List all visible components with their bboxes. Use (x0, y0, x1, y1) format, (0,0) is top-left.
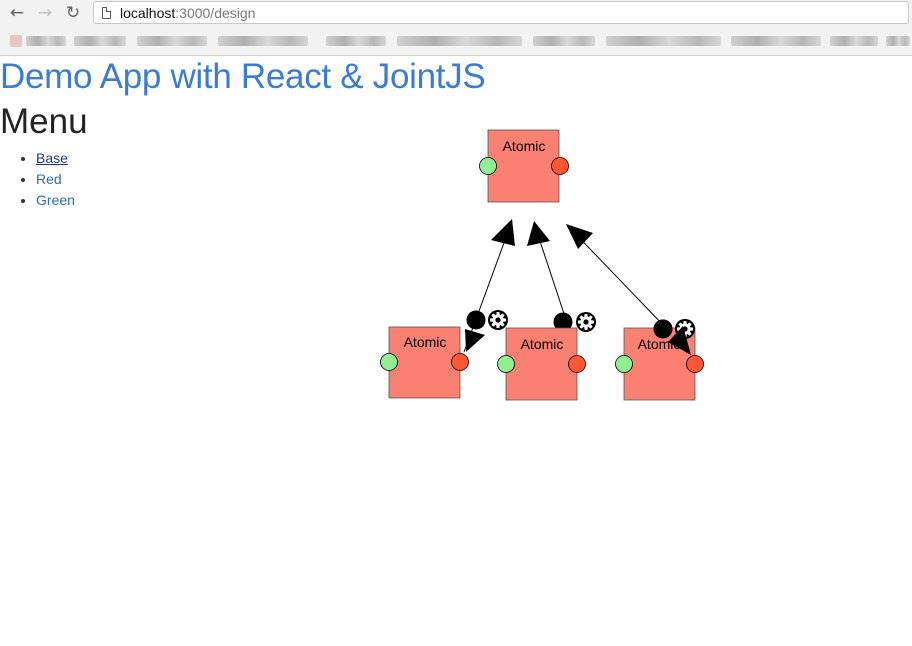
address-bar[interactable]: localhost:3000/design (93, 1, 909, 24)
link[interactable] (463, 219, 515, 353)
atomic-element-label: Atomic (638, 336, 681, 352)
reload-icon[interactable]: ↻ (65, 3, 81, 23)
atomic-element[interactable]: Atomic (497, 327, 586, 401)
bookmark-favicon-icon[interactable] (10, 35, 22, 47)
bookmark-item[interactable] (397, 36, 522, 46)
link-arrowhead-icon (527, 221, 550, 246)
url-host: localhost (120, 4, 176, 21)
bookmark-item[interactable] (26, 36, 66, 46)
app-title: Demo App with React & JointJS (0, 57, 486, 96)
menu-link-base[interactable]: Base (36, 150, 68, 166)
forward-icon: → (37, 3, 53, 23)
atomic-element-label: Atomic (503, 138, 546, 154)
out-port[interactable] (451, 353, 469, 371)
bookmark-item[interactable] (137, 36, 207, 46)
link-remove-icon[interactable] (553, 312, 573, 332)
in-port[interactable] (380, 353, 398, 371)
menu-list: Base Red Green (0, 148, 75, 211)
link-options-icon[interactable] (488, 310, 508, 330)
bookmark-item[interactable] (830, 36, 878, 46)
out-port[interactable] (568, 355, 586, 373)
out-port[interactable] (551, 157, 569, 175)
in-port[interactable] (615, 355, 633, 373)
atomic-element[interactable]: Atomic (615, 327, 704, 401)
bookmark-item[interactable] (886, 36, 910, 46)
menu-item-green: Green (36, 190, 75, 211)
link-arrowhead-icon (668, 326, 691, 355)
menu-item-red: Red (36, 169, 75, 190)
link-options-icon[interactable] (576, 312, 596, 332)
page-icon (102, 6, 111, 19)
browser-chrome: ← → ↻ localhost:3000/design (0, 0, 912, 56)
bookmarks-bar (0, 26, 912, 54)
bookmark-item[interactable] (74, 36, 126, 46)
bookmark-item[interactable] (731, 36, 821, 46)
menu-item-base: Base (36, 148, 75, 169)
atomic-element-label: Atomic (404, 334, 447, 350)
bookmark-item[interactable] (533, 36, 595, 46)
atomic-element[interactable]: Atomic (380, 326, 469, 399)
back-icon[interactable]: ← (9, 3, 25, 23)
bookmark-item[interactable] (606, 36, 721, 46)
link-remove-icon[interactable] (653, 319, 673, 339)
url-path: :3000/design (175, 4, 256, 21)
menu-link-green[interactable]: Green (36, 192, 75, 208)
out-port[interactable] (686, 355, 704, 373)
url-text: localhost:3000/design (120, 5, 255, 21)
in-port[interactable] (479, 157, 497, 175)
in-port[interactable] (497, 355, 515, 373)
link-tools-overlay[interactable] (653, 319, 696, 355)
menu-heading: Menu (0, 102, 88, 141)
atomic-element-label: Atomic (521, 336, 564, 352)
link-remove-icon[interactable] (466, 310, 486, 330)
bookmark-item[interactable] (326, 36, 386, 46)
link-arrowhead-icon (566, 224, 593, 249)
bookmark-item[interactable] (218, 36, 308, 46)
link-arrowhead-icon (491, 219, 515, 246)
atomic-element[interactable]: Atomic (479, 129, 569, 203)
link-arrowhead-icon (465, 329, 485, 352)
menu-link-red[interactable]: Red (36, 171, 62, 187)
